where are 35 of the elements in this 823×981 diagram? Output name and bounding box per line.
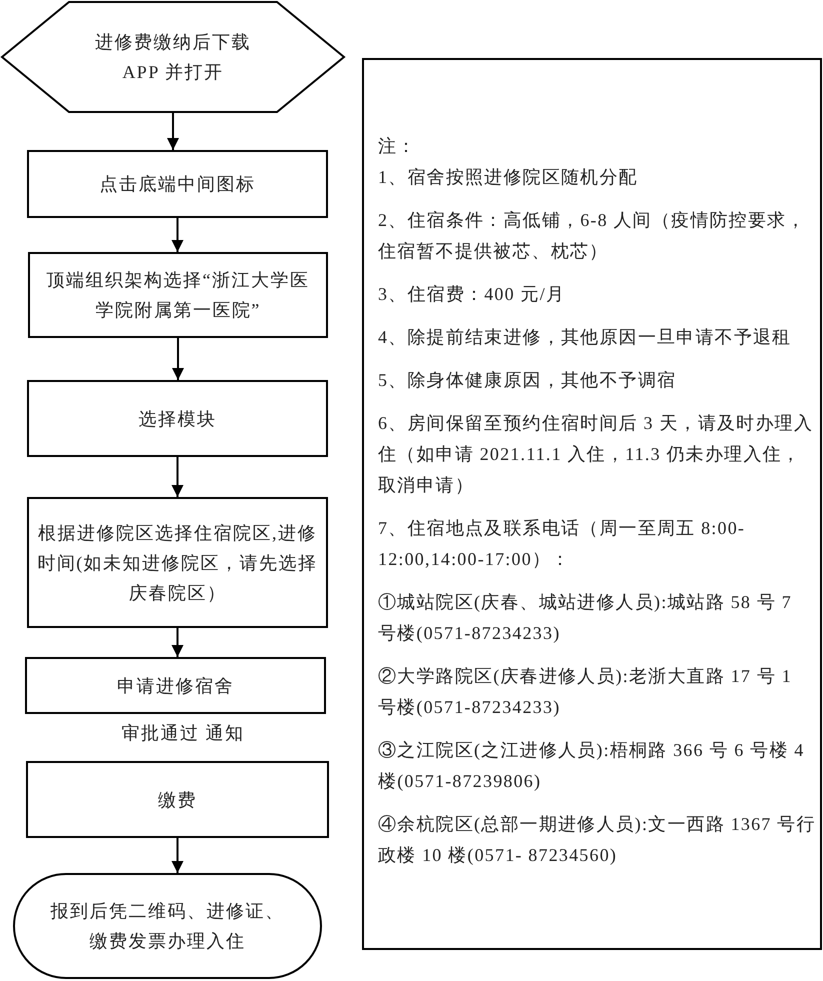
- process-box: [26, 761, 329, 838]
- step-text: 顶端组织架构选择“浙江大学医学院附属第一医院”: [46, 269, 310, 322]
- notes-panel: [362, 58, 822, 950]
- start-hexagon: [1, 1, 345, 113]
- step-text: 进修费缴纳后下载 APP 并打开: [94, 31, 252, 84]
- process-box: [28, 252, 328, 338]
- note-item: 4、除提前结束进修，其他原因一旦申请不予退租: [378, 326, 792, 349]
- process-box: [27, 497, 328, 628]
- process-box: [25, 657, 326, 714]
- step-text: 点击底端中间图标: [98, 173, 256, 196]
- arrow: [172, 338, 184, 380]
- process-box: [27, 150, 328, 218]
- arrow: [172, 218, 184, 252]
- note-item: 5、除身体健康原因，其他不予调宿: [378, 369, 678, 392]
- note-item: 6、房间保留至预约住宿时间后 3 天，请及时办理入住（如申请 2021.11.1 入住，11.3 仍未办理入住，取消申请）: [378, 412, 814, 497]
- note-item: ④余杭院区(总部一期进修人员):文一西路 1367 号行政楼 10 楼(0571- 87234560): [378, 813, 816, 867]
- arrow: [172, 838, 184, 873]
- step-text: 申请进修宿舍: [116, 674, 235, 698]
- note-item: ③之江院区(之江进修人员):梧桐路 366 号 6 号楼 4 楼(0571-87239806): [378, 739, 806, 793]
- arrow: [167, 113, 179, 150]
- note-item: 2、住宿条件：高低铺，6-8 人间（疫情防控要求，住宿暂不提供被芯、枕芯）: [378, 209, 806, 263]
- notes-heading: 注：: [378, 135, 418, 158]
- step-text: 缴费: [157, 788, 198, 812]
- step-text: 报到后凭二维码、进修证、缴费发票办理入住: [50, 900, 286, 953]
- arrow: [172, 457, 184, 497]
- note-item: 3、住宿费：400 元/月: [378, 283, 566, 306]
- step-text: 根据进修院区选择住宿院区,进修时间(如未知进修院区，请先选择庆春院区）: [36, 522, 318, 604]
- note-item: 7、住宿地点及联系电话（周一至周五 8:00-12:00,14:00-17:00）：: [378, 517, 746, 571]
- note-item: ①城站院区(庆春、城站进修人员):城站路 58 号 7 号楼(0571-87234233): [378, 591, 793, 645]
- step-text: 选择模块: [138, 408, 218, 430]
- note-item: ②大学路院区(庆春进修人员):老浙大直路 17 号 1 号楼(0571-87234233): [378, 665, 793, 719]
- arrow: [172, 628, 184, 657]
- process-box: [27, 380, 328, 457]
- note-item: 1、宿舍按照进修院区随机分配: [378, 166, 639, 189]
- transition-note: 审批通过 通知: [122, 722, 244, 745]
